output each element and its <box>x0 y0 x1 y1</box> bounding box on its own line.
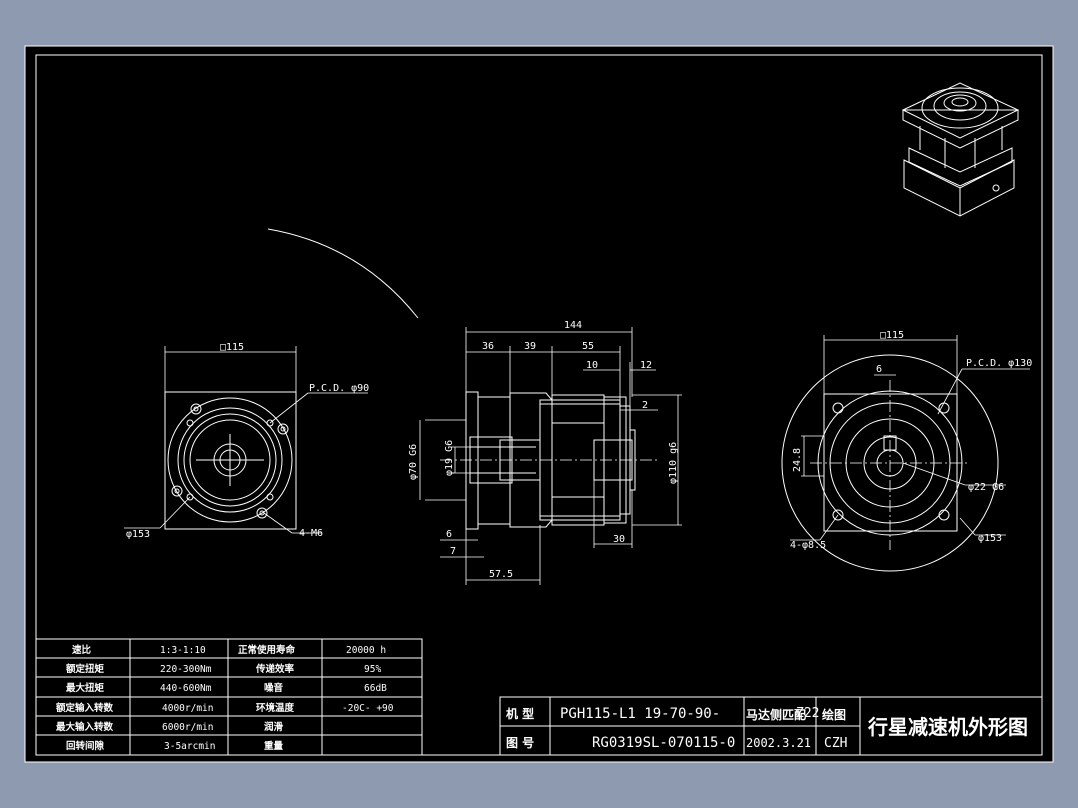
left-holes-label: 4-M6 <box>299 528 323 539</box>
spec-r2-label2: 噪音 <box>264 682 284 694</box>
left-pcd-label: P.C.D. φ90 <box>309 383 369 394</box>
spec-r2-value1: 440-600Nm <box>160 683 212 694</box>
side-55-label: 55 <box>582 341 594 352</box>
isometric-view <box>901 82 1020 217</box>
model-value: PGH115-L1 19-70-90- <box>560 706 720 722</box>
side-39-label: 39 <box>524 341 536 352</box>
spec-r3-label1: 额定输入转数 <box>56 702 114 714</box>
right-view <box>781 335 1030 572</box>
left-square-label: □115 <box>220 342 244 353</box>
date-value: 2002.3.21 <box>746 736 811 750</box>
left-view <box>124 346 368 534</box>
spec-r1-label1: 额定扭矩 <box>66 663 105 675</box>
spec-r5-label2: 重量 <box>264 740 284 752</box>
motor-label: 马达侧匹配 <box>746 707 806 722</box>
spec-r0-label1: 速比 <box>72 644 92 656</box>
spec-r0-label2: 正常使用寿命 <box>238 644 296 656</box>
spec-r4-value1: 6000r/min <box>162 722 213 733</box>
side-110-label: φ110 g6 <box>668 442 679 484</box>
side-575-label: 57.5 <box>489 569 513 580</box>
spec-r3-value1: 4000r/min <box>162 703 213 714</box>
spec-r3-label2: 环境温度 <box>256 702 295 714</box>
right-22-label: φ22 G6 <box>968 482 1004 493</box>
left-dia-label: φ153 <box>126 529 150 540</box>
side-70-label: φ70 G6 <box>408 444 419 480</box>
spec-r2-value2: 66dB <box>364 683 387 694</box>
drawing-no-label: 图 号 <box>506 735 534 750</box>
drawing-title: 行星减速机外形图 <box>867 715 1028 739</box>
right-6-label: 6 <box>876 364 882 375</box>
spec-r1-value1: 220-300Nm <box>160 664 212 675</box>
title-block <box>499 696 1043 756</box>
spec-r5-label1: 回转间隙 <box>66 740 105 752</box>
spec-r3-value2: -20C- +90 <box>342 703 394 714</box>
spec-r2-label1: 最大扭矩 <box>66 682 105 694</box>
right-153-label: φ153 <box>978 533 1002 544</box>
right-square-label: □115 <box>880 330 904 341</box>
side-6-label: 6 <box>446 529 452 540</box>
spec-r4-label2: 润滑 <box>264 721 284 733</box>
side-7-label: 7 <box>450 546 456 557</box>
side-2-label: 2 <box>642 400 648 411</box>
side-30-label: 30 <box>613 534 625 545</box>
side-10-label: 10 <box>586 360 598 371</box>
spec-r0-value1: 1:3-1:10 <box>160 645 206 656</box>
view-arc <box>267 228 419 319</box>
drafter-value: CZH <box>824 736 847 751</box>
side-19-label: φ19 G6 <box>444 440 455 476</box>
side-total-label: 144 <box>564 320 582 331</box>
spec-r1-label2: 传递效率 <box>255 663 295 675</box>
spec-r1-value2: 95% <box>364 664 381 675</box>
right-holes-label: 4-φ8.5 <box>790 540 826 551</box>
spec-table <box>35 638 423 756</box>
side-view <box>419 327 682 585</box>
model-label: 机 型 <box>506 706 534 721</box>
drawing-no-value: RG0319SL-070115-0 <box>592 735 735 751</box>
right-248-label: 24.8 <box>792 448 803 472</box>
right-pcd-label: P.C.D. φ130 <box>966 358 1032 369</box>
spec-r5-value1: 3-5arcmin <box>164 741 215 752</box>
spec-r4-label1: 最大输入转数 <box>56 721 114 733</box>
side-36-label: 36 <box>482 341 494 352</box>
drawn-label: 绘图 <box>822 707 846 722</box>
spec-r0-value2: 20000 h <box>346 645 386 656</box>
motor-value: Z22 <box>796 706 819 721</box>
side-12-label: 12 <box>640 360 652 371</box>
